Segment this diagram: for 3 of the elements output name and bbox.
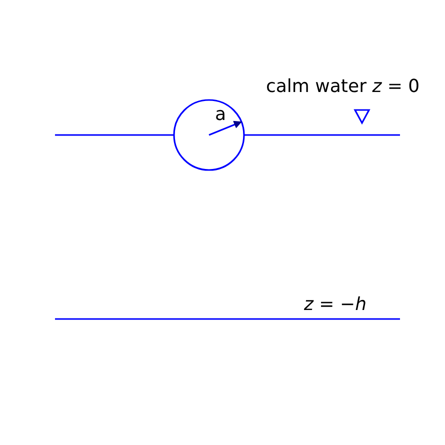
surface-label: calm water z = 0	[266, 77, 420, 97]
radius-label: a	[215, 105, 226, 125]
depth-label: z = −h	[304, 295, 366, 315]
